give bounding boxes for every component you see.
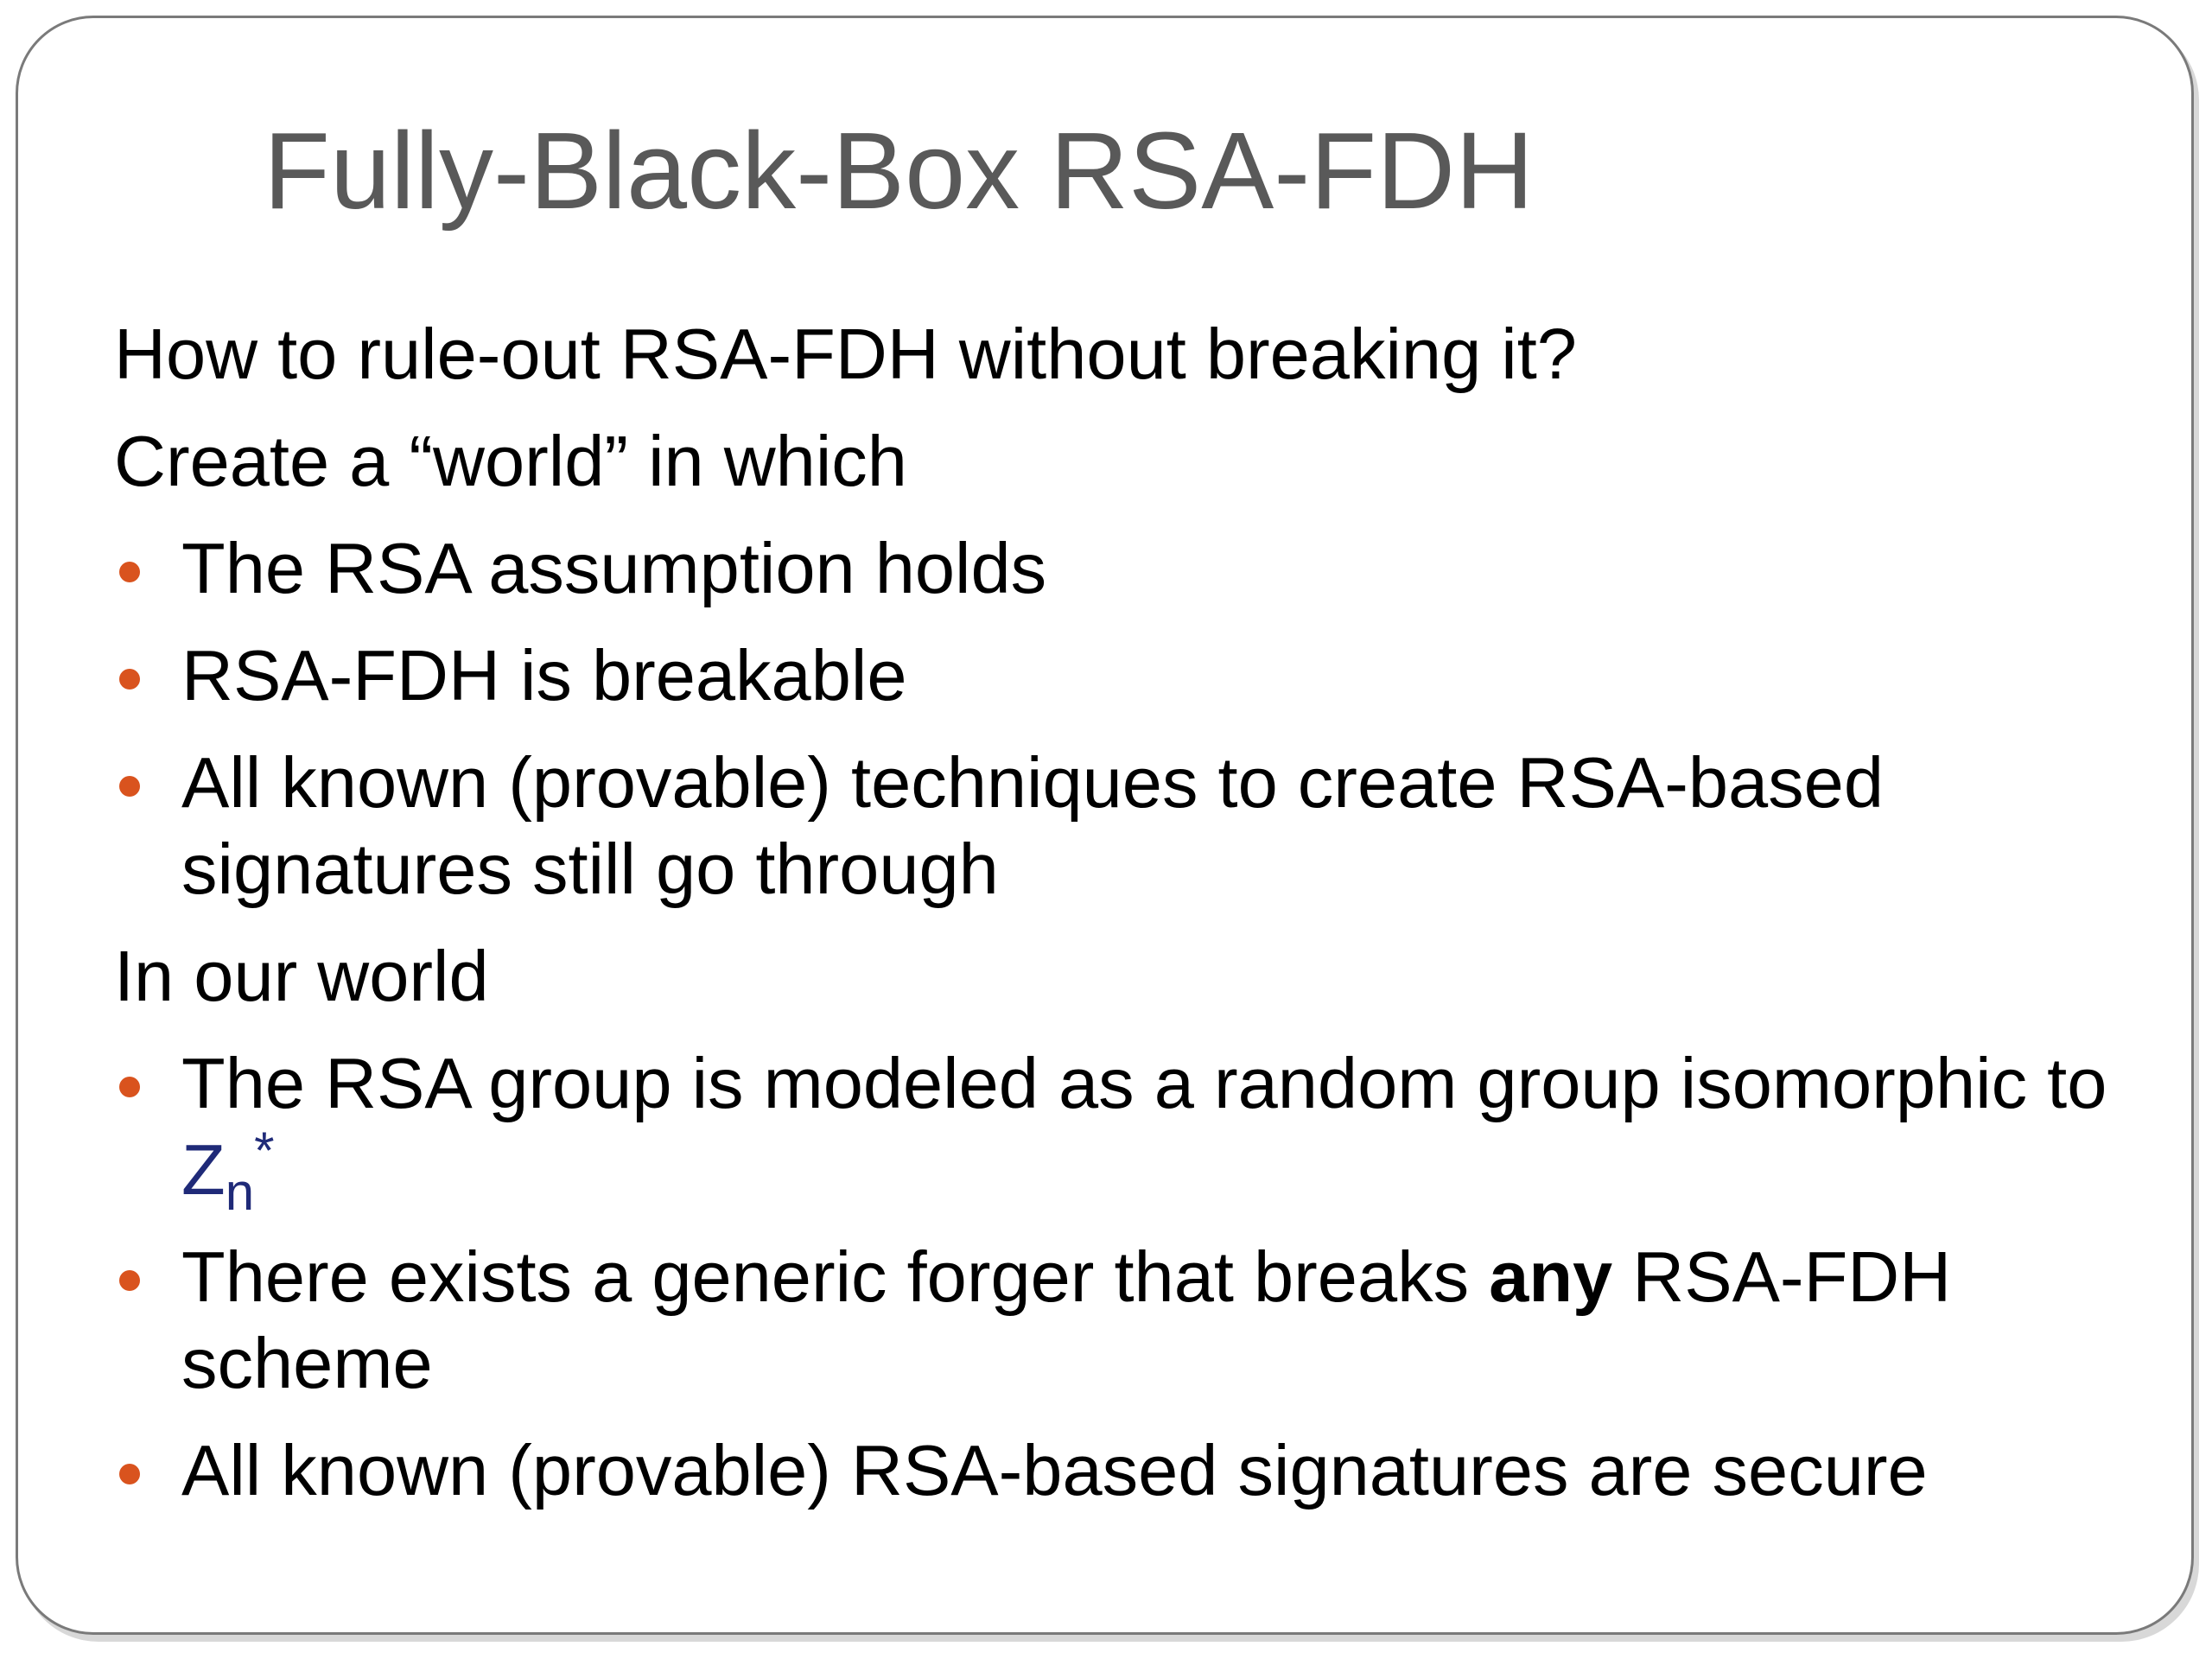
bullet-item: There exists a generic forger that break… bbox=[114, 1234, 2082, 1407]
bullet-dot-icon bbox=[119, 562, 140, 582]
bullet-dot-icon bbox=[119, 1270, 140, 1291]
bullet-text: RSA-FDH is breakable bbox=[181, 635, 907, 715]
bullet-item: RSA-FDH is breakable bbox=[114, 632, 2136, 719]
our-world-heading: In our world bbox=[114, 936, 489, 1016]
bullet-dot-icon bbox=[119, 669, 140, 690]
bullet-item: The RSA assumption holds bbox=[114, 525, 2136, 612]
bullet-item: All known (provable) techniques to creat… bbox=[114, 740, 2039, 912]
intro-question: How to rule-out RSA-FDH without breaking… bbox=[114, 314, 1577, 394]
world-heading: Create a “world” in which bbox=[114, 421, 907, 501]
bullet-text: The RSA assumption holds bbox=[181, 528, 1047, 608]
bullet-dot-icon bbox=[119, 1464, 140, 1484]
bullet-dot-icon bbox=[119, 1077, 140, 1097]
bullet-dot-icon bbox=[119, 776, 140, 797]
slide-body: How to rule-out RSA-FDH without breaking… bbox=[114, 311, 2136, 1535]
bullet-text-tail: RSA-FDH scheme bbox=[181, 1236, 1952, 1403]
emphasis-any: any bbox=[1489, 1236, 1613, 1317]
bullet-item: The RSA group is modeled as a random gro… bbox=[114, 1040, 2169, 1221]
slide-frame bbox=[16, 16, 2194, 1635]
bullet-text: There exists a generic forger that break… bbox=[181, 1236, 1490, 1317]
slide-title: Fully-Black-Box RSA-FDH bbox=[264, 110, 1535, 232]
bullet-text: The RSA group is modeled as a random gro… bbox=[181, 1043, 2107, 1123]
bullet-item: All known (provable) RSA-based signature… bbox=[114, 1427, 2136, 1514]
math-zn-star: Zn* bbox=[181, 1122, 275, 1221]
bullet-text: All known (provable) RSA-based signature… bbox=[181, 1430, 1928, 1510]
bullet-text: All known (provable) techniques to creat… bbox=[181, 742, 1884, 909]
